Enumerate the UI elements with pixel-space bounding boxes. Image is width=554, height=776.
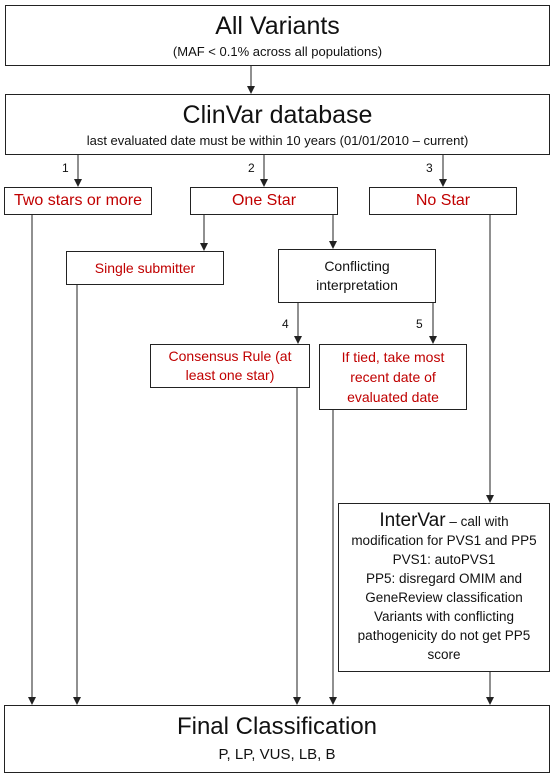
branch-number-3: 3 — [426, 161, 433, 175]
single-submitter-box: Single submitter — [66, 251, 224, 285]
single-submitter-label: Single submitter — [94, 260, 196, 276]
intervar-line-3: PP5: disregard OMIM and GeneReview class… — [365, 571, 523, 605]
no-star-label: No Star — [415, 192, 471, 209]
conflicting-box: Conflicting interpretation — [278, 249, 436, 303]
final-title: Final Classification — [176, 713, 378, 740]
no-star-box: No Star — [369, 187, 517, 215]
final-subtitle: P, LP, VUS, LB, B — [218, 746, 336, 763]
all-variants-title: All Variants — [215, 11, 340, 40]
branch-number-5: 5 — [416, 317, 423, 331]
intervar-desc: – call with modification for PVS1 and PP… — [351, 514, 537, 548]
all-variants-box: All Variants (MAF < 0.1% across all popu… — [5, 5, 550, 66]
one-star-box: One Star — [190, 187, 338, 215]
final-classification-box: Final Classification P, LP, VUS, LB, B — [4, 705, 550, 773]
intervar-box: InterVar – call with modification for PV… — [338, 503, 550, 672]
two-stars-label: Two stars or more — [13, 192, 143, 209]
consensus-label: Consensus Rule (at least one star) — [168, 348, 292, 383]
branch-number-2: 2 — [248, 161, 255, 175]
intervar-line-2: PVS1: autoPVS1 — [392, 552, 496, 567]
clinvar-title: ClinVar database — [182, 100, 373, 129]
two-stars-box: Two stars or more — [4, 187, 152, 215]
clinvar-box: ClinVar database last evaluated date mus… — [5, 94, 550, 155]
intervar-line-4: Variants with conflicting pathogenicity … — [357, 609, 531, 662]
intervar-title: InterVar — [379, 510, 446, 531]
tied-label: If tied, take most recent date of evalua… — [341, 349, 445, 405]
branch-number-1: 1 — [62, 161, 69, 175]
consensus-box: Consensus Rule (at least one star) — [150, 344, 310, 388]
intervar-line-1: InterVar – call with modification for PV… — [343, 511, 545, 550]
all-variants-subtitle: (MAF < 0.1% across all populations) — [172, 43, 383, 59]
conflicting-label: Conflicting interpretation — [316, 258, 398, 293]
one-star-label: One Star — [231, 192, 297, 209]
tied-box: If tied, take most recent date of evalua… — [319, 344, 467, 410]
branch-number-4: 4 — [282, 317, 289, 331]
clinvar-subtitle: last evaluated date must be within 10 ye… — [86, 132, 469, 148]
